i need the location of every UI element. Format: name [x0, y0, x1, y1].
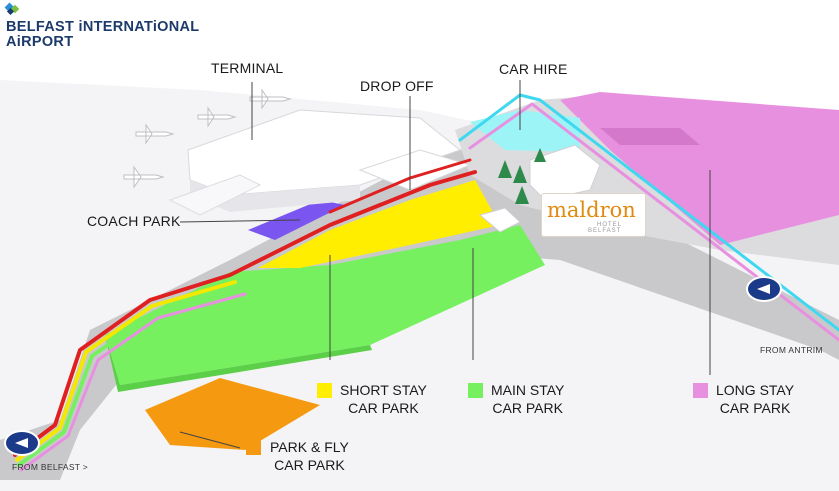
long-stay-shadow — [600, 128, 700, 145]
legend-main-stay: MAIN STAY CAR PARK — [491, 381, 564, 417]
planes — [123, 88, 292, 189]
legend-short-stay-line2: CAR PARK — [348, 400, 419, 416]
legend-swatch-main-stay — [468, 383, 483, 398]
legend-long-stay-line1: LONG STAY — [716, 382, 795, 398]
legend-short-stay-line1: SHORT STAY — [340, 382, 427, 398]
legend-swatch-park-fly — [246, 440, 261, 455]
legend-park-fly-line1: PARK & FLY — [270, 439, 349, 455]
label-coach-park: COACH PARK — [87, 213, 181, 229]
legend-park-fly: PARK & FLY CAR PARK — [270, 438, 349, 474]
legend-swatch-short-stay — [317, 383, 332, 398]
main-stay-edge — [105, 335, 372, 392]
label-terminal: TERMINAL — [211, 60, 284, 76]
short-stay-area — [258, 180, 500, 268]
hotel-sub-1: HOTEL — [597, 222, 623, 228]
label-from-antrim: FROM ANTRIM — [760, 345, 823, 355]
legend-main-stay-line1: MAIN STAY — [491, 382, 565, 398]
trees — [498, 148, 546, 204]
legend-long-stay-line2: CAR PARK — [719, 400, 791, 416]
legend-swatch-long-stay — [693, 383, 708, 398]
label-from-belfast: FROM BELFAST > — [12, 462, 89, 472]
park-fly-area — [145, 378, 320, 450]
legend-short-stay: SHORT STAY CAR PARK — [340, 381, 427, 417]
hotel-sub-2: BELFAST — [588, 228, 622, 234]
main-stay-area — [105, 225, 545, 385]
legend-main-stay-line2: CAR PARK — [492, 400, 563, 416]
terminal-buildings — [168, 109, 601, 233]
legend-park-fly-line2: CAR PARK — [274, 457, 345, 473]
label-car-hire: CAR HIRE — [499, 61, 568, 77]
label-drop-off: DROP OFF — [360, 78, 434, 94]
logo-line-1: BELFAST iNTERNATiONAL — [6, 19, 200, 35]
legend-long-stay: LONG STAY CAR PARK — [716, 381, 794, 417]
nav-badges — [4, 276, 782, 456]
logo-line-2: AiRPORT — [6, 34, 74, 50]
leader-lines — [179, 80, 711, 449]
hotel-name: maldron — [547, 198, 636, 222]
maldron-hotel-sign: maldron HOTEL BELFAST — [541, 193, 646, 237]
access-routes — [13, 93, 839, 472]
airport-logo-mark — [4, 2, 20, 16]
sky-fade — [0, 52, 839, 200]
